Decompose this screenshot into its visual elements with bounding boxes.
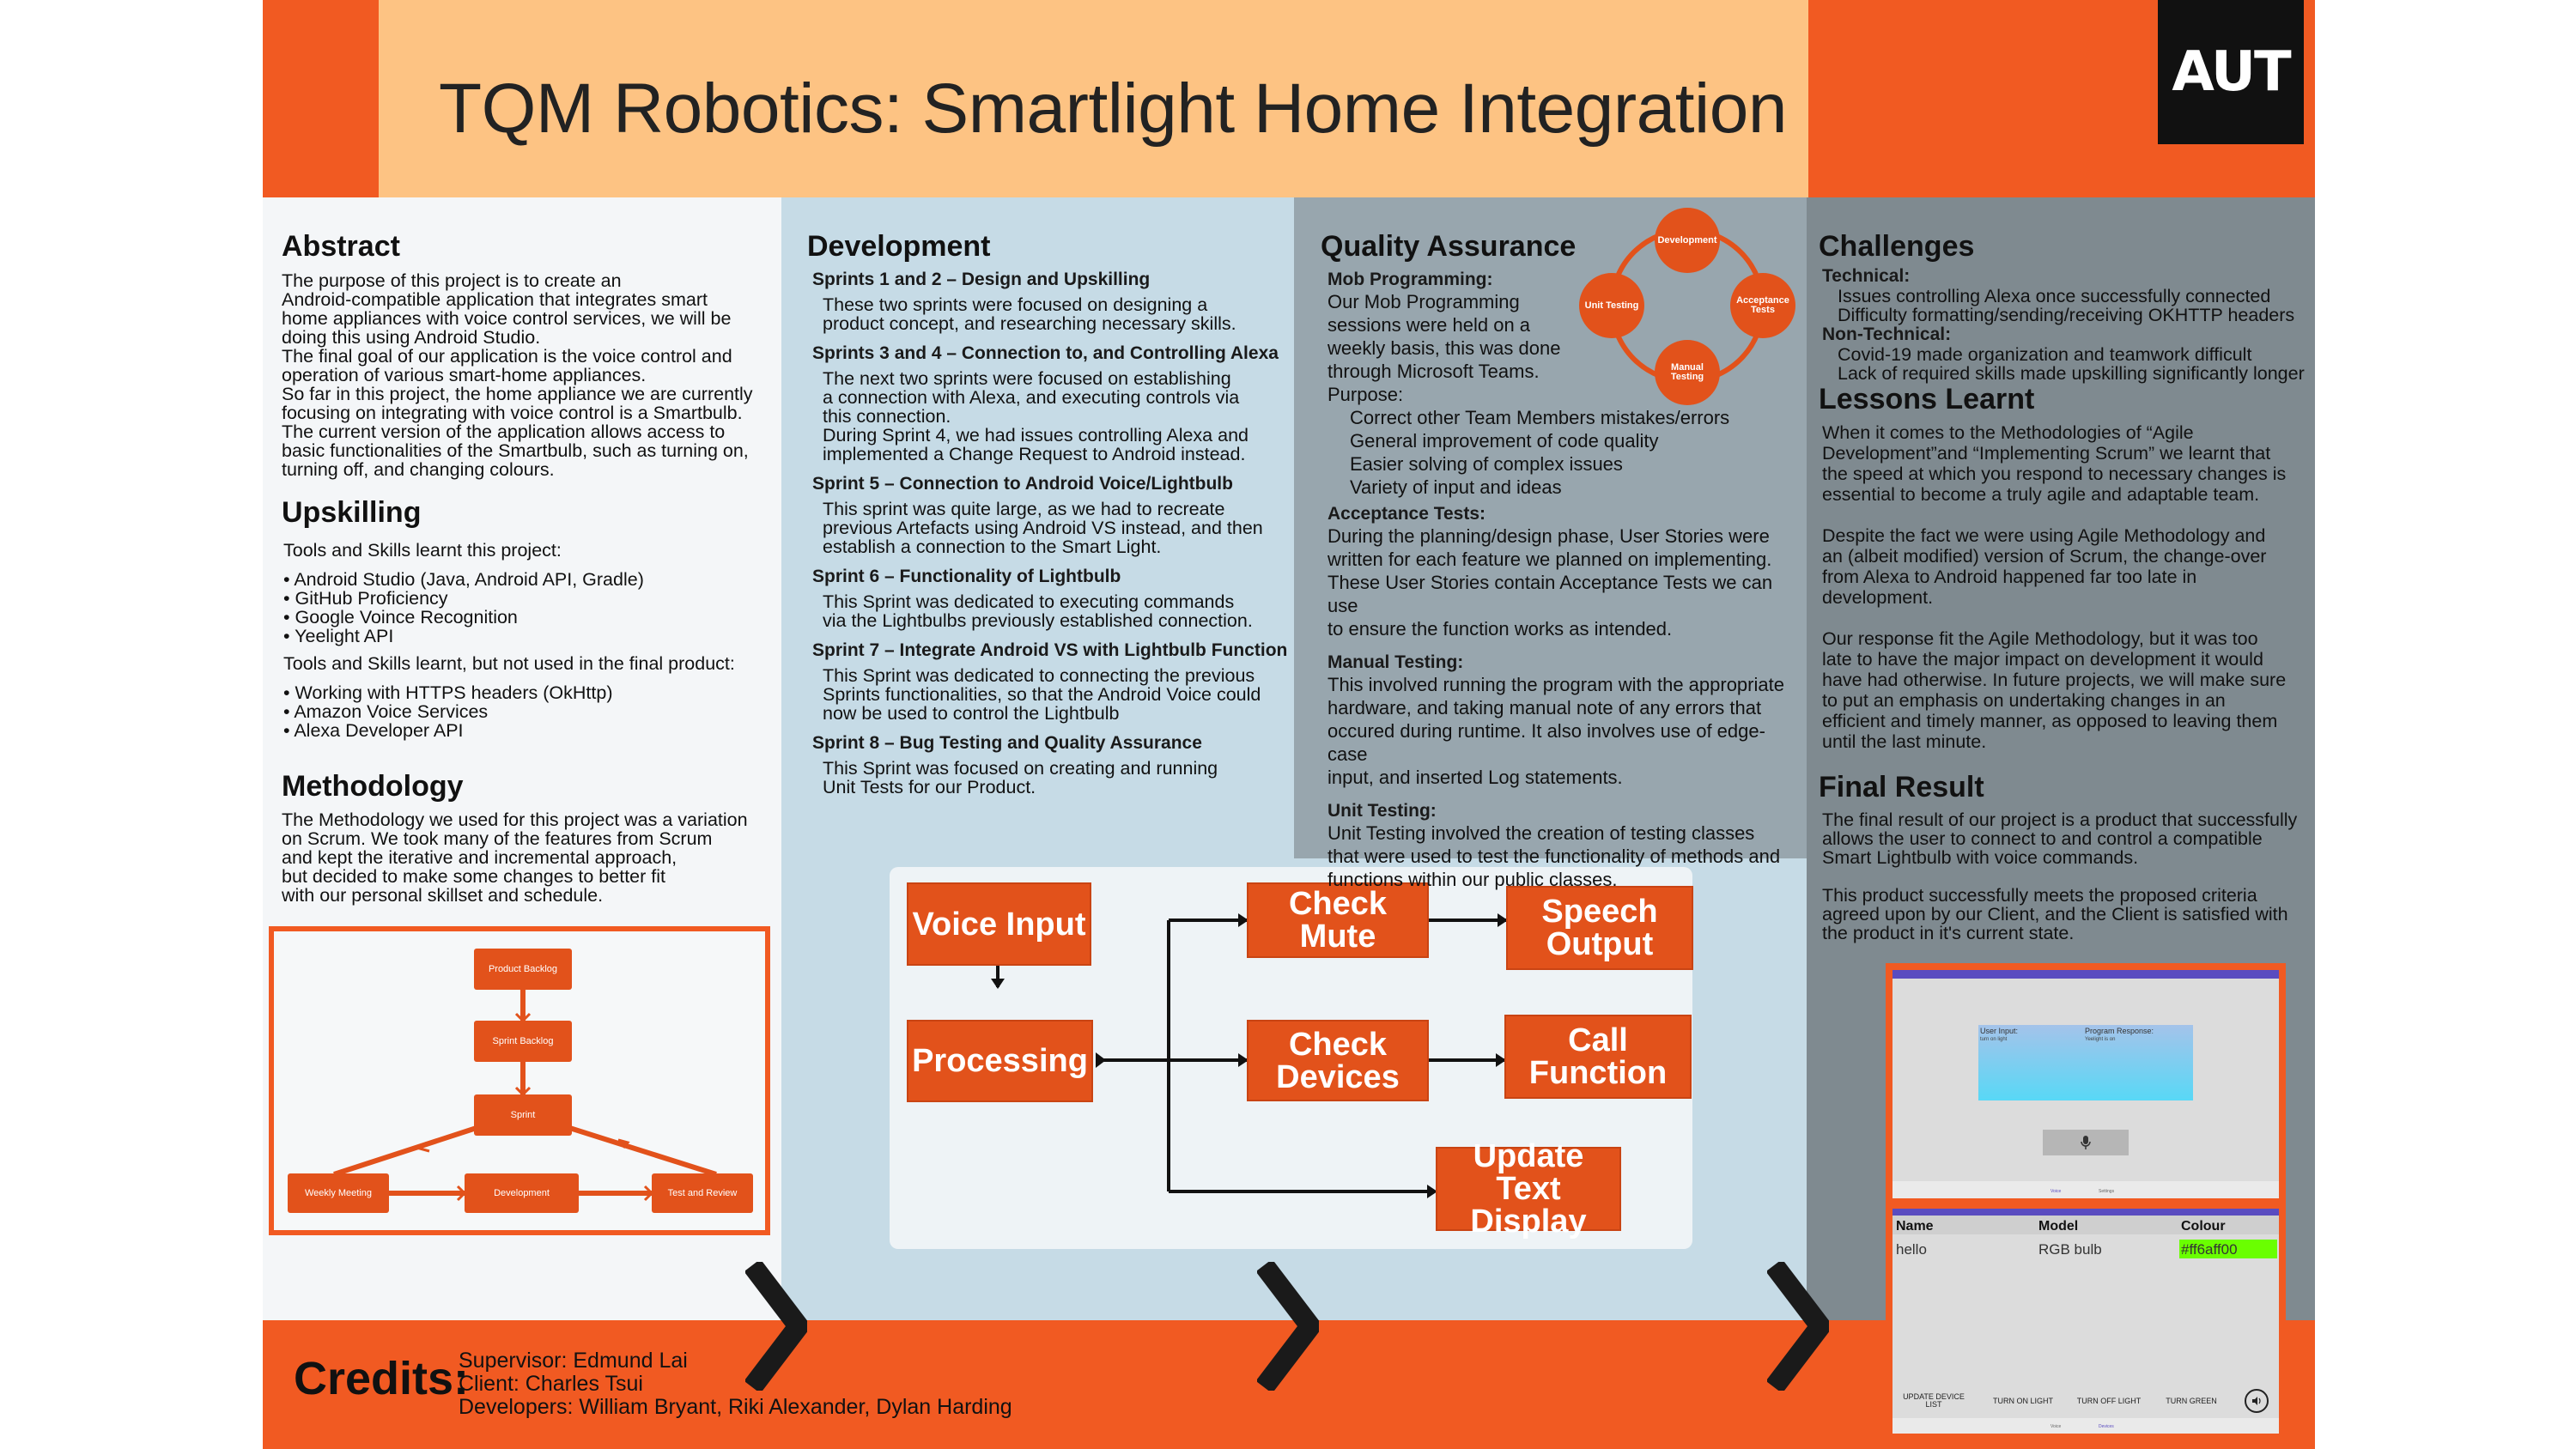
qa-node-unit: Unit Testing (1579, 273, 1644, 338)
sprint-item: Sprints 1 and 2 – Design and Upskilling … (812, 270, 1236, 334)
qa-cycle-diagram: Development Acceptance Tests Manual Test… (1571, 204, 1803, 405)
sprint-item: Sprint 5 – Connection to Android Voice/L… (812, 474, 1263, 557)
app-voice-screen: User Input: Program Response: turn on li… (1893, 970, 2279, 1198)
header-left-band (263, 0, 379, 197)
voice-input-box: Voice Input (907, 882, 1091, 966)
product-backlog-box: Product Backlog (474, 949, 572, 990)
credits-heading: Credits: (294, 1353, 470, 1404)
conversation-panel: User Input: Program Response: turn on li… (1978, 1025, 2193, 1100)
status-bar (1893, 1209, 2279, 1216)
speech-output-box: Speech Output (1506, 886, 1693, 970)
processing-flow-diagram: Voice Input Processing Check Mute Check … (890, 867, 1693, 1249)
microphone-icon (2081, 1136, 2091, 1149)
header-title-band (379, 0, 1808, 197)
nav-devices[interactable]: Devices (2099, 1424, 2114, 1429)
list-item: Alexa Developer API (283, 721, 777, 740)
final-result-heading: Final Result (1819, 771, 1984, 803)
turn-on-light-button[interactable]: TURN ON LIGHT (1992, 1396, 2053, 1405)
list-item: Android Studio (Java, Android API, Gradl… (283, 570, 777, 589)
skills-learnt-list: Android Studio (Java, Android API, Gradl… (283, 570, 777, 646)
app-devices-screenshot: Name Model Colour hello RGB bulb #ff6aff… (1886, 1205, 2286, 1439)
qa-node-acceptance: Acceptance Tests (1730, 273, 1795, 338)
list-item: GitHub Proficiency (283, 589, 777, 608)
list-item: Working with HTTPS headers (OkHttp) (283, 683, 777, 702)
qa-heading: Quality Assurance (1321, 230, 1577, 263)
speaker-button[interactable] (2245, 1389, 2269, 1413)
methodology-text: The Methodology we used for this project… (282, 809, 748, 906)
sprint-box: Sprint (474, 1094, 572, 1136)
upskilling-text: Tools and Skills learnt this project: An… (283, 541, 777, 740)
check-devices-box: Check Devices (1247, 1020, 1429, 1101)
challenges-text: Technical: Issues controlling Alexa once… (1822, 266, 2305, 384)
microphone-button[interactable] (2043, 1130, 2129, 1155)
abstract-heading: Abstract (282, 230, 400, 263)
device-table-header: Name Model Colour (1893, 1216, 2279, 1234)
poster: TQM Robotics: Smartlight Home Integratio… (263, 0, 2315, 1449)
lessons-text: When it comes to the Methodologies of “A… (1822, 422, 2287, 752)
credits-text: Supervisor: Edmund Lai Client: Charles T… (459, 1349, 1012, 1419)
list-item: Google Voince Recognition (283, 608, 777, 627)
bottom-nav: Voice Devices (1893, 1418, 2279, 1434)
list-item: Amazon Voice Services (283, 702, 777, 721)
speaker-icon (2252, 1397, 2261, 1405)
nav-settings[interactable]: Settings (2099, 1189, 2115, 1194)
table-row[interactable]: hello RGB bulb #ff6aff00 (1893, 1238, 2279, 1260)
nav-voice[interactable]: Voice (2050, 1424, 2062, 1429)
development-box: Development (465, 1173, 579, 1213)
sprint-item: Sprint 7 – Integrate Android VS with Lig… (812, 640, 1288, 724)
call-function-box: Call Function (1504, 1015, 1692, 1099)
check-mute-box: Check Mute (1247, 882, 1429, 958)
upskilling-heading: Upskilling (282, 496, 422, 529)
development-heading: Development (807, 230, 991, 263)
qa-node-development: Development (1655, 208, 1720, 273)
abstract-text: The purpose of this project is to create… (282, 270, 753, 480)
chevron-right-icon (745, 1262, 807, 1391)
nav-voice[interactable]: Voice (2050, 1189, 2062, 1194)
sprint-item: Sprints 3 and 4 – Connection to, and Con… (812, 343, 1279, 464)
sprint-item: Sprint 6 – Functionality of Lightbulb Th… (812, 567, 1253, 631)
sprint-item: Sprint 8 – Bug Testing and Quality Assur… (812, 733, 1218, 797)
aut-logo: AUT (2158, 0, 2304, 144)
app-devices-screen: Name Model Colour hello RGB bulb #ff6aff… (1893, 1209, 2279, 1434)
sprint-backlog-box: Sprint Backlog (474, 1021, 572, 1062)
update-device-list-button[interactable]: UPDATE DEVICE LIST (1903, 1392, 1965, 1409)
page-title: TQM Robotics: Smartlight Home Integratio… (439, 70, 1787, 148)
methodology-heading: Methodology (282, 770, 464, 803)
status-bar (1893, 970, 2279, 979)
list-item: Yeelight API (283, 627, 777, 646)
flow-connectors (991, 913, 1508, 1198)
turn-off-light-button[interactable]: TURN OFF LIGHT (2076, 1396, 2142, 1405)
lessons-heading: Lessons Learnt (1819, 383, 2035, 415)
sprints-list: Sprints 1 and 2 – Design and Upskilling … (812, 270, 1289, 797)
challenges-heading: Challenges (1819, 230, 1975, 263)
weekly-meeting-box: Weekly Meeting (288, 1173, 389, 1213)
turn-green-button[interactable]: TURN GREEN (2166, 1396, 2217, 1405)
chevron-right-icon (1257, 1262, 1319, 1391)
methodology-diagram: Product Backlog Sprint Backlog Sprint We… (269, 926, 770, 1235)
methodology-connectors (333, 990, 717, 1202)
app-voice-screenshot: User Input: Program Response: turn on li… (1886, 963, 2286, 1205)
chevron-right-icon (1767, 1262, 1829, 1391)
skills-unused-list: Working with HTTPS headers (OkHttp) Amaz… (283, 683, 777, 740)
bottom-nav: Voice Settings (1893, 1181, 2279, 1198)
update-text-display-box: Update Text Display (1436, 1140, 1621, 1238)
processing-box: Processing (907, 1020, 1093, 1102)
qa-node-manual: Manual Testing (1655, 340, 1720, 405)
final-result-text: The final result of our project is a pro… (1822, 809, 2298, 943)
test-review-box: Test and Review (652, 1173, 753, 1213)
